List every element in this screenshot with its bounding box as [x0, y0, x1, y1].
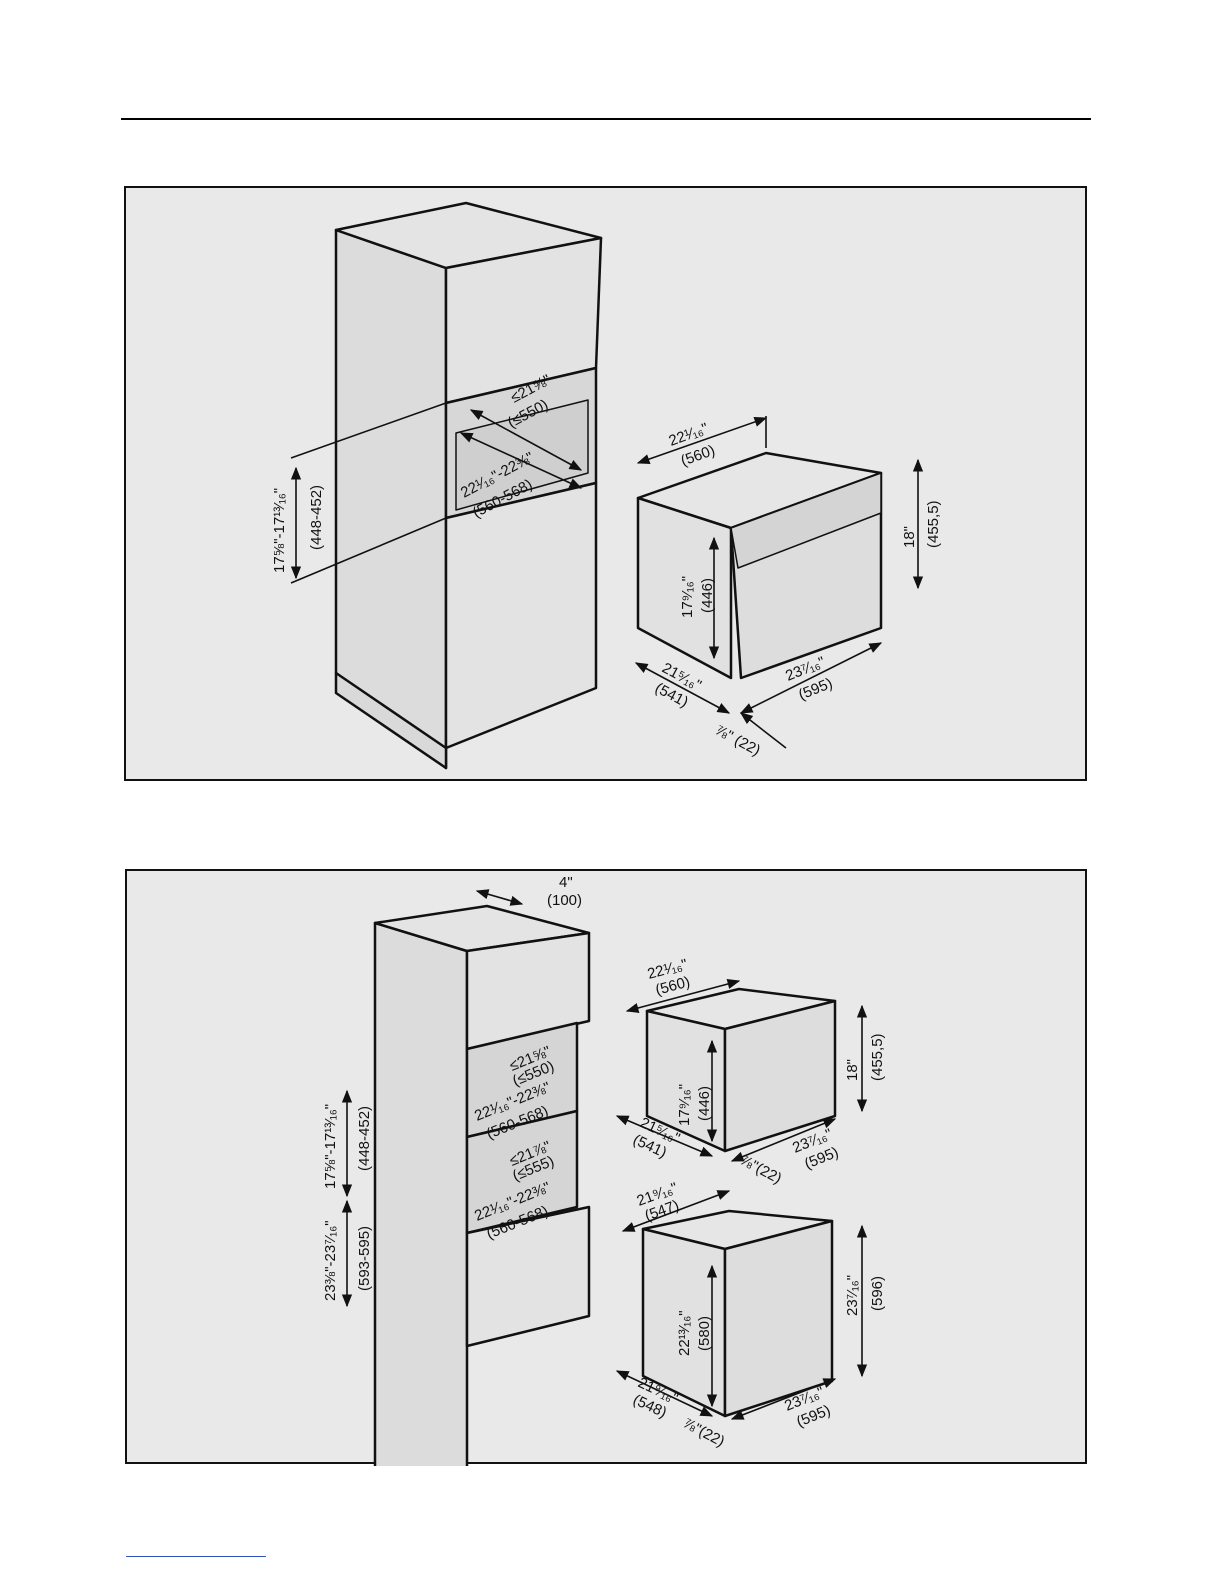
- upper-front-height-label: 18": [844, 1059, 861, 1081]
- housing-width-line: [636, 416, 768, 465]
- upper-niche-height-label: 17⅝"-17¹³⁄₁₆": [322, 1104, 339, 1189]
- lower-front-thickness-label: ⅞"(22): [680, 1415, 727, 1451]
- diagram-double-oven-svg: 4" (100) 17⅝"-17¹³⁄₁₆" (448-452) 23⅜"-23…: [322, 874, 886, 1466]
- diagram-panel-double-oven: 4" (100) 17⅝"-17¹³⁄₁₆" (448-452) 23⅜"-23…: [125, 869, 1087, 1466]
- front-thickness-label: ⅞" (22): [712, 722, 763, 760]
- diagram-single-oven-svg: 17⅝"-17¹³⁄₁₆" (448-452) ≤21⅝" (≤550) 22¹…: [271, 201, 942, 770]
- upper-housing-height-label: 17⁹⁄₁₆": [676, 1084, 693, 1126]
- upper-housing-depth-line: [615, 1115, 714, 1157]
- upper-front-thickness-label: ⅞"(22): [737, 1152, 784, 1188]
- lower-housing-height-label: 22¹³⁄₁₆": [676, 1310, 693, 1356]
- front-height-label: 18": [901, 526, 918, 548]
- lower-housing-height-mm-label: (580): [696, 1316, 713, 1351]
- diagram-panel-single-oven: 17⅝"-17¹³⁄₁₆" (448-452) ≤21⅝" (≤550) 22¹…: [124, 186, 1087, 781]
- front-height-mm-label: (455,5): [925, 500, 942, 548]
- housing-height-mm-label: (446): [699, 578, 716, 613]
- upper-niche-height-mm-label: (448-452): [356, 1106, 373, 1171]
- tall-cabinet: [373, 904, 591, 1466]
- lower-housing-width-line: [621, 1190, 731, 1232]
- upper-housing-width-line: [625, 979, 741, 1013]
- niche-height-label: 17⅝"-17¹³⁄₁₆": [271, 488, 288, 573]
- vent-gap-line: [475, 889, 524, 906]
- niche-width-line: [459, 432, 583, 489]
- lower-housing-depth-line: [615, 1370, 714, 1417]
- vent-gap-label: 4": [559, 874, 573, 891]
- niche-height-mm-label: (448-452): [308, 485, 325, 550]
- compact-oven-appliance: [636, 451, 883, 680]
- lower-niche-height-mm-label: (593-595): [356, 1226, 373, 1291]
- niche-top-extension: [290, 402, 447, 459]
- housing-depth-line: [634, 662, 731, 714]
- lower-oven: [641, 1209, 834, 1418]
- lower-niche-height-label: 23⅜"-23⁷⁄₁₆": [322, 1220, 339, 1301]
- housing-height-label: 17⁹⁄₁₆": [679, 576, 696, 618]
- header-rule: [121, 118, 1091, 120]
- front-thickness-line: [739, 712, 787, 749]
- upper-housing-height-mm-label: (446): [696, 1086, 713, 1121]
- vent-gap-mm-label: (100): [547, 892, 582, 909]
- lower-front-width-line: [730, 1378, 837, 1420]
- upper-front-height-mm-label: (455,5): [869, 1033, 886, 1081]
- front-width-line: [739, 642, 883, 714]
- lower-front-height-mm-label: (596): [869, 1276, 886, 1311]
- niche-bottom-extension: [290, 517, 447, 584]
- footer-link-underline: [126, 1556, 266, 1557]
- lower-front-height-label: 23⁷⁄₁₆": [844, 1275, 861, 1316]
- upper-front-width-line: [730, 1118, 837, 1162]
